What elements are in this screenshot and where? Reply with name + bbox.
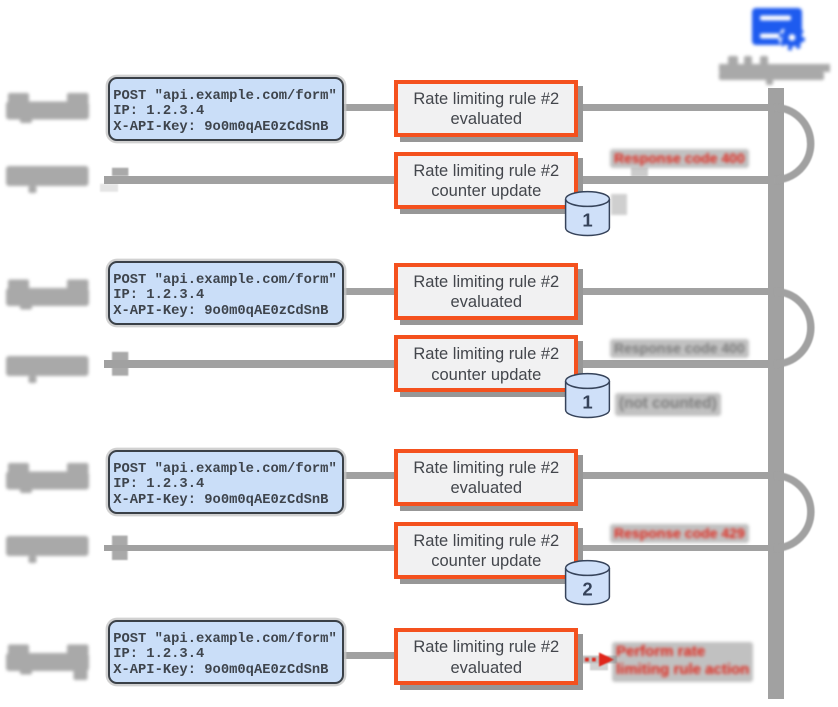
svg-text:2: 2 — [582, 579, 592, 600]
svg-text:1: 1 — [582, 392, 592, 413]
svg-text:1: 1 — [582, 210, 592, 231]
